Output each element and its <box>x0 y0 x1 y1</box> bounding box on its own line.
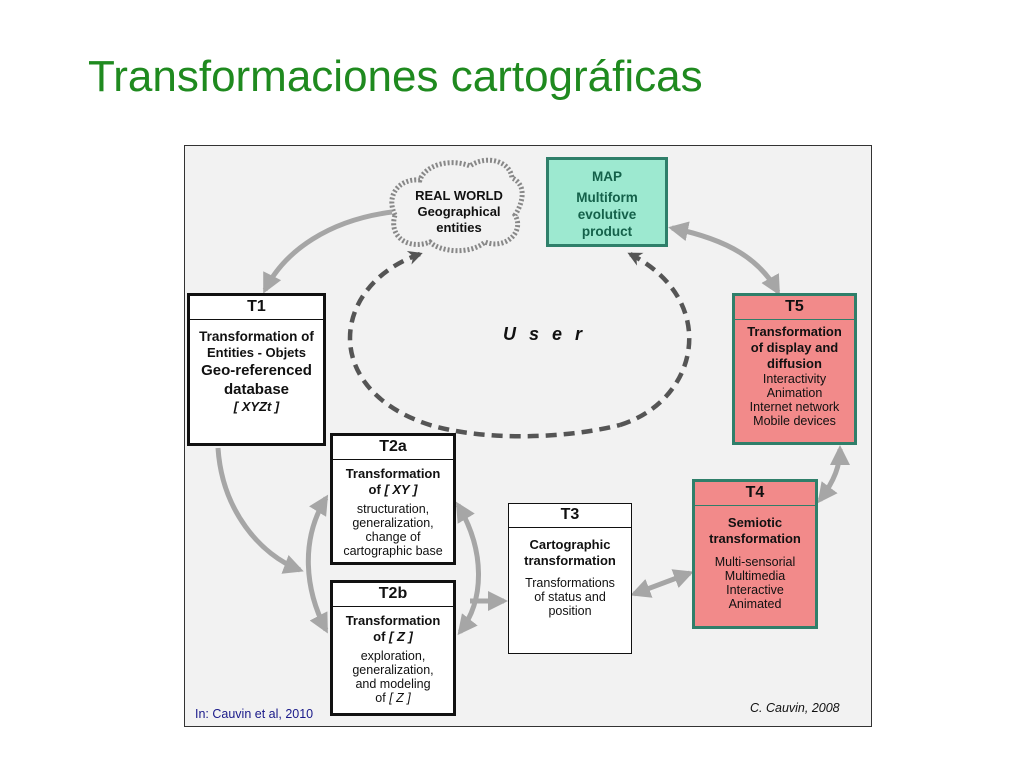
arrow-map-t5 <box>668 221 781 296</box>
t5-header: T5 <box>735 296 854 320</box>
map-line4: product <box>581 224 633 239</box>
t5-line7: Mobile devices <box>753 414 836 428</box>
t2b-line2b: [ Z ] <box>389 629 413 644</box>
t3-line4: of status and <box>534 590 606 604</box>
t1-header: T1 <box>190 296 323 320</box>
citation-right: C. Cauvin, 2008 <box>750 701 840 715</box>
t2b-header: T2b <box>333 583 453 607</box>
t2b-line2a: of <box>373 629 390 644</box>
citation-left: In: Cauvin et al, 2010 <box>195 707 314 721</box>
map-line2: Multiform <box>576 190 638 205</box>
map-line1: MAP <box>592 169 622 184</box>
t2b-line6a: of <box>375 691 390 705</box>
t2a-line4: generalization, <box>352 516 434 530</box>
t1-box: T1 Transformation of Entities - Objets G… <box>187 293 326 446</box>
t2a-line5: change of <box>365 530 421 544</box>
t3-line3: Transformations <box>525 576 615 590</box>
t2a-line3: structuration, <box>356 502 430 516</box>
t2b-line5: and modeling <box>355 677 431 691</box>
t1-line3: Geo-referenced <box>201 362 312 379</box>
t3-line2: transformation <box>524 553 616 568</box>
arrow-t1-t2 <box>215 447 304 574</box>
t2b-line6: of [ Z ] <box>333 691 453 705</box>
t2b-line6b: [ Z ] <box>389 691 411 705</box>
real-world-line2: Geographical <box>417 204 501 219</box>
t2b-line1: Transformation <box>345 613 441 628</box>
arrow-t2a-t2b-left <box>305 494 329 634</box>
t4-line2: transformation <box>709 531 801 546</box>
t5-line4: Interactivity <box>762 372 827 386</box>
t4-line1: Semiotic <box>727 515 783 530</box>
t1-line5: [ XYZt ] <box>233 399 280 414</box>
t3-box: T3 Cartographic transformation Transform… <box>508 503 632 654</box>
t4-line6: Animated <box>728 597 782 611</box>
t5-box: T5 Transformation of display and diffusi… <box>732 293 857 445</box>
t5-line6: Internet network <box>749 400 840 414</box>
real-world-cloud <box>389 157 525 254</box>
t5-line2: of display and <box>750 340 839 355</box>
t2b-line2: of [ Z ] <box>333 629 453 645</box>
t2a-line1: Transformation <box>345 466 441 481</box>
t2b-box: T2b Transformation of [ Z ] exploration,… <box>330 580 456 716</box>
t4-line5: Interactive <box>726 583 784 597</box>
t5-line3: diffusion <box>767 356 822 371</box>
t5-line5: Animation <box>766 386 823 400</box>
map-line3: evolutive <box>577 207 637 222</box>
t2a-line2: of [ XY ] <box>333 482 453 498</box>
t2b-line4: generalization, <box>352 663 434 677</box>
arrow-t3-t4 <box>630 569 694 598</box>
t4-header: T4 <box>695 482 815 506</box>
map-box: MAP Multiform evolutive product <box>546 157 668 247</box>
t1-line4: database <box>223 381 290 398</box>
real-world-label: REAL WORLD Geographical entities <box>404 188 514 236</box>
t2a-line2b: [ XY ] <box>384 482 418 497</box>
t4-line4: Multimedia <box>724 569 786 583</box>
t2a-line6: cartographic base <box>343 544 443 558</box>
t2a-header: T2a <box>333 436 453 460</box>
arrow-t4-t5 <box>817 445 850 504</box>
user-label: U s e r <box>503 324 587 344</box>
real-world-line1: REAL WORLD <box>415 188 503 203</box>
real-world-line3: entities <box>436 220 482 235</box>
arrow-t2a-t2b-right <box>455 501 481 636</box>
t1-line2: Entities - Objets <box>207 345 306 360</box>
t2a-box: T2a Transformation of [ XY ] structurati… <box>330 433 456 565</box>
t5-line1: Transformation <box>747 324 842 339</box>
t4-box: T4 Semiotic transformation Multi-sensori… <box>692 479 818 629</box>
t3-header: T3 <box>509 504 631 528</box>
t3-line5: position <box>548 604 592 618</box>
arrow-realworld-t1 <box>262 209 393 294</box>
t1-line1: Transformation of <box>199 329 314 344</box>
t3-line1: Cartographic <box>529 537 611 552</box>
t2a-line2a: of <box>368 482 385 497</box>
t4-line3: Multi-sensorial <box>714 555 796 569</box>
user-loop-right <box>619 251 692 428</box>
slide-title: Transformaciones cartográficas <box>88 52 703 101</box>
user-loop-left <box>347 250 621 439</box>
t2b-line3: exploration, <box>360 649 426 663</box>
